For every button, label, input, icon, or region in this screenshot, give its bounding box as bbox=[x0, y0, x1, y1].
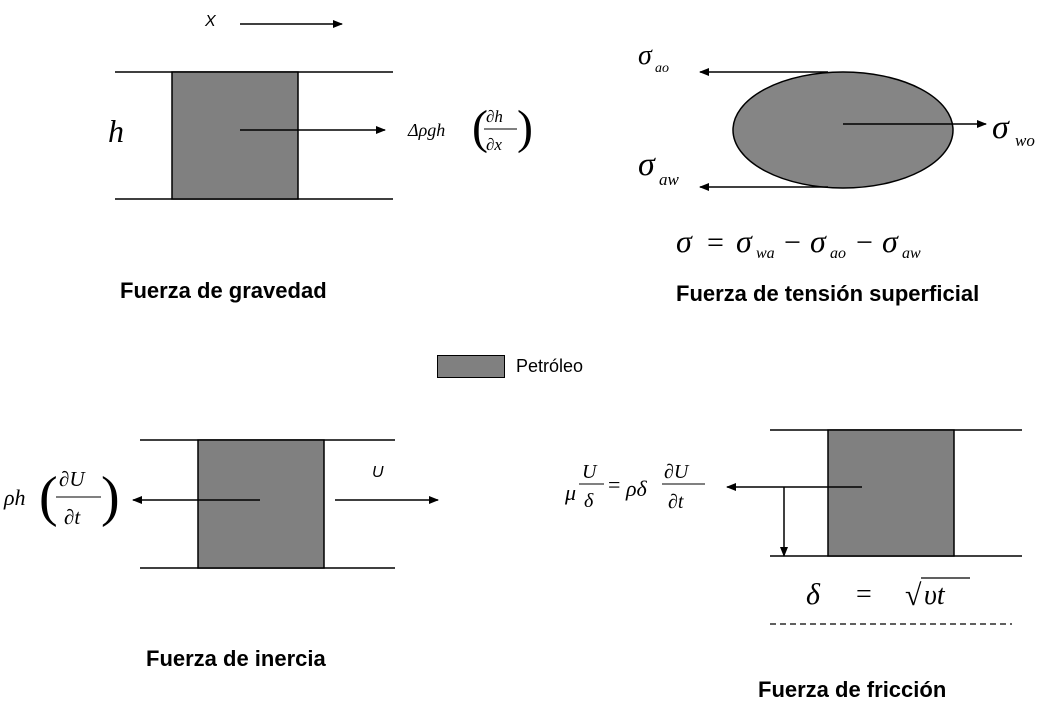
friction-mu: μ bbox=[564, 480, 576, 505]
sigma-aw-label: σ aw bbox=[638, 146, 680, 189]
sqrt-argument: υt bbox=[924, 580, 946, 611]
friction-panel: μ U δ = ρδ ∂U ∂t δ = √ υt bbox=[564, 429, 1022, 625]
inertia-caption: Fuerza de inercia bbox=[146, 646, 326, 671]
friction-dt-denominator: ∂t bbox=[668, 491, 684, 513]
gravity-formula: Δρgh ( ∂h ∂x ) bbox=[407, 101, 533, 154]
surface-tension-panel: σ ao σ aw σ wo σ = σ wa − σ ao − σ aw bbox=[638, 40, 1035, 262]
delta-equals: = bbox=[856, 579, 872, 610]
equation-sigma: σ bbox=[676, 223, 693, 259]
sigma-ao-symbol: σ bbox=[638, 40, 653, 71]
oil-block-gravity bbox=[171, 71, 299, 200]
equation-sigma-aw: σ bbox=[882, 223, 899, 259]
inertia-right-paren: ) bbox=[101, 466, 120, 528]
inertia-formula-denominator: ∂t bbox=[64, 505, 81, 529]
gravity-formula-prefix: Δρgh bbox=[407, 120, 445, 140]
equation-sub-aw: aw bbox=[902, 245, 921, 262]
gravity-formula-numerator: ∂h bbox=[486, 107, 503, 126]
oil-droplet bbox=[732, 71, 954, 189]
friction-u-numerator: U bbox=[582, 461, 598, 483]
friction-rho-delta: ρδ bbox=[625, 476, 648, 501]
equation-minus-2: − bbox=[856, 226, 873, 259]
gravity-formula-denominator: ∂x bbox=[486, 135, 502, 154]
equation-minus-1: − bbox=[784, 226, 801, 259]
sigma-aw-subscript: aw bbox=[659, 170, 680, 189]
sigma-aw-symbol: σ bbox=[638, 146, 656, 183]
inertia-formula-prefix: ρh bbox=[3, 485, 26, 510]
friction-equals: = bbox=[608, 472, 620, 497]
gravity-caption: Fuerza de gravedad bbox=[120, 278, 327, 303]
friction-formula: μ U δ = ρδ ∂U ∂t bbox=[564, 461, 705, 513]
sigma-wo-symbol: σ bbox=[992, 109, 1010, 146]
equation-sigma-ao: σ bbox=[810, 223, 827, 259]
inertia-left-paren: ( bbox=[39, 466, 58, 528]
equation-sub-wa: wa bbox=[756, 245, 775, 262]
surface-tension-equation: σ = σ wa − σ ao − σ aw bbox=[676, 223, 921, 262]
oil-block-inertia bbox=[197, 439, 325, 569]
friction-du-numerator: ∂U bbox=[664, 461, 690, 483]
sigma-ao-subscript: ao bbox=[655, 61, 669, 76]
inertia-formula-numerator: ∂U bbox=[59, 467, 86, 491]
legend-oil-swatch bbox=[437, 355, 505, 378]
friction-caption: Fuerza de fricción bbox=[758, 677, 947, 702]
x-axis-label: X bbox=[204, 13, 217, 30]
oil-block-friction bbox=[827, 429, 955, 557]
boundary-layer-equation: δ = √ υt bbox=[806, 577, 970, 612]
delta-symbol: δ bbox=[806, 578, 821, 611]
surface-tension-caption: Fuerza de tensión superficial bbox=[676, 281, 980, 306]
legend-oil-label: Petróleo bbox=[516, 356, 584, 376]
sigma-ao-label: σ ao bbox=[638, 40, 669, 76]
sigma-wo-label: σ wo bbox=[992, 109, 1035, 150]
velocity-label: U bbox=[372, 464, 384, 481]
friction-delta-denominator: δ bbox=[584, 490, 594, 512]
height-label: h bbox=[108, 113, 124, 149]
gravity-right-paren: ) bbox=[517, 101, 533, 154]
gravity-panel: X h Δρgh ( ∂h ∂x ) bbox=[108, 13, 533, 200]
equation-equals: = bbox=[707, 226, 724, 259]
inertia-panel: U ρh ( ∂U ∂t ) bbox=[3, 439, 439, 569]
equation-sub-ao: ao bbox=[830, 245, 846, 262]
gravity-left-paren: ( bbox=[472, 101, 488, 154]
equation-sigma-wa: σ bbox=[736, 223, 753, 259]
sigma-wo-subscript: wo bbox=[1015, 131, 1035, 150]
sqrt-symbol: √ bbox=[905, 579, 922, 612]
inertia-formula: ρh ( ∂U ∂t ) bbox=[3, 466, 120, 529]
